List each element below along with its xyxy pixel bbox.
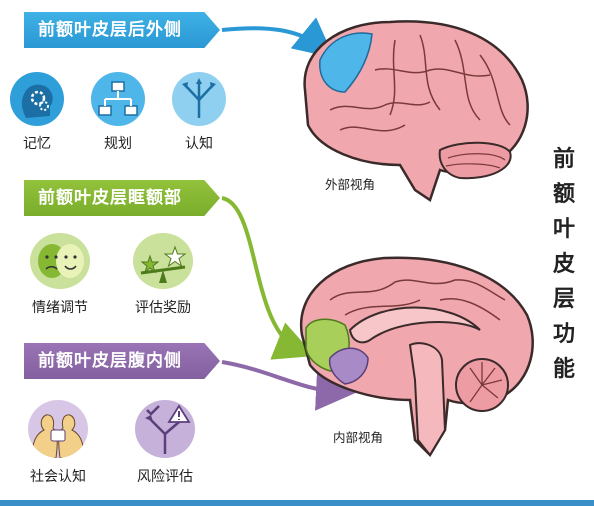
head-gears-icon xyxy=(10,72,64,126)
medial-brain-illustration xyxy=(299,256,534,458)
page-title: 前额叶皮层功能 xyxy=(552,147,575,382)
function-label: 风险评估 xyxy=(137,469,193,485)
banner-dorsolateral: 前额叶皮层后外侧 xyxy=(24,12,220,48)
bottom-bar xyxy=(0,500,594,506)
branching-arrows-icon xyxy=(172,72,226,126)
function-label: 认知 xyxy=(185,136,213,152)
function-label: 情绪调节 xyxy=(32,300,88,316)
banner-ventromedial: 前额叶皮层腹内侧 xyxy=(24,343,220,379)
banner-orbitofrontal: 前额叶皮层眶额部 xyxy=(24,180,220,216)
function-label: 评估奖励 xyxy=(135,300,191,316)
function-label: 规划 xyxy=(104,136,132,152)
lateral-brain-illustration xyxy=(303,20,529,202)
function-label: 记忆 xyxy=(23,136,51,152)
lateral-view-label: 外部视角 xyxy=(324,177,375,192)
arrow-orbitofrontal xyxy=(221,196,315,360)
arrow-dorsolateral xyxy=(221,17,335,59)
balance-stars-icon xyxy=(133,233,193,289)
arrow-ventromedial xyxy=(221,360,356,411)
sad-happy-faces-icon xyxy=(30,233,90,289)
medial-view-label: 内部视角 xyxy=(332,430,383,445)
people-talking-icon xyxy=(28,400,88,458)
decision-warning-icon xyxy=(135,400,195,458)
function-label: 社会认知 xyxy=(30,469,86,485)
flowchart-icon xyxy=(91,72,145,126)
